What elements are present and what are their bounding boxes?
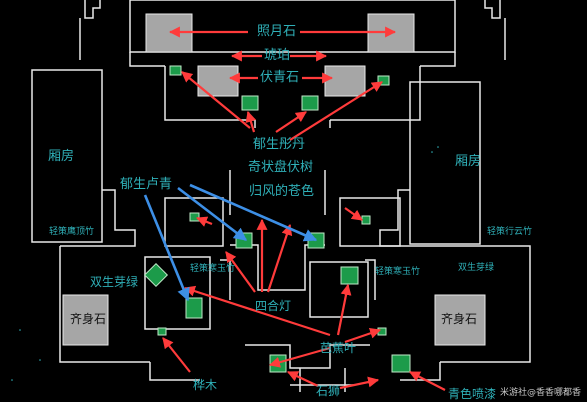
label-qizhuang-panfushu: 奇状盘伏树 <box>248 160 314 175</box>
label-xiangfang-left: 厢房 <box>48 149 75 164</box>
label-shuangsheng-yalv-right: 双生芽绿 <box>458 263 495 273</box>
label-qingce-yingdingzhu: 轻策鹰顶竹 <box>49 227 95 237</box>
label-siheden: 四合灯 <box>255 299 292 313</box>
label-shishi: 石狮 <box>316 384 341 398</box>
blue-arrows <box>143 183 318 302</box>
label-huamu: 桦木 <box>193 378 218 392</box>
label-bajiaoye: 芭蕉叶 <box>320 341 357 355</box>
label-shuangsheng-yalv-left: 双生芽绿 <box>90 275 139 289</box>
watermark: 米游社@香香哪都香 <box>499 388 581 398</box>
item-markers <box>143 65 411 373</box>
label-hupo: 琥珀 <box>264 48 291 63</box>
label-qingce-hanyuzhu-left: 轻策寒玉竹 <box>190 264 236 274</box>
label-qingce-hanyuzhu-right: 轻策寒玉竹 <box>375 267 421 277</box>
label-qishenshi-left: 齐身石 <box>70 312 107 326</box>
label-xiangfang-right: 厢房 <box>455 154 482 169</box>
label-yusheng-tongdan: 郁生彤丹 <box>253 137 306 152</box>
decor-dots <box>11 146 439 381</box>
label-fuqingshi: 伏青石 <box>260 70 300 85</box>
label-yusheng-luqing: 郁生卢青 <box>120 177 173 192</box>
label-zhaoyueshi: 照月石 <box>257 24 297 39</box>
label-guifeng-cangse: 归风的苍色 <box>249 184 315 199</box>
building-walls <box>31 0 531 392</box>
red-arrows <box>162 26 446 391</box>
label-qingse-kuimo: 青色喷漆 <box>448 387 497 401</box>
qishenshi-right-block <box>434 294 486 346</box>
label-qishenshi-right: 齐身石 <box>441 312 478 326</box>
label-qingce-xingyunzhu: 轻策行云竹 <box>487 227 533 237</box>
qishenshi-left-block <box>62 294 109 346</box>
